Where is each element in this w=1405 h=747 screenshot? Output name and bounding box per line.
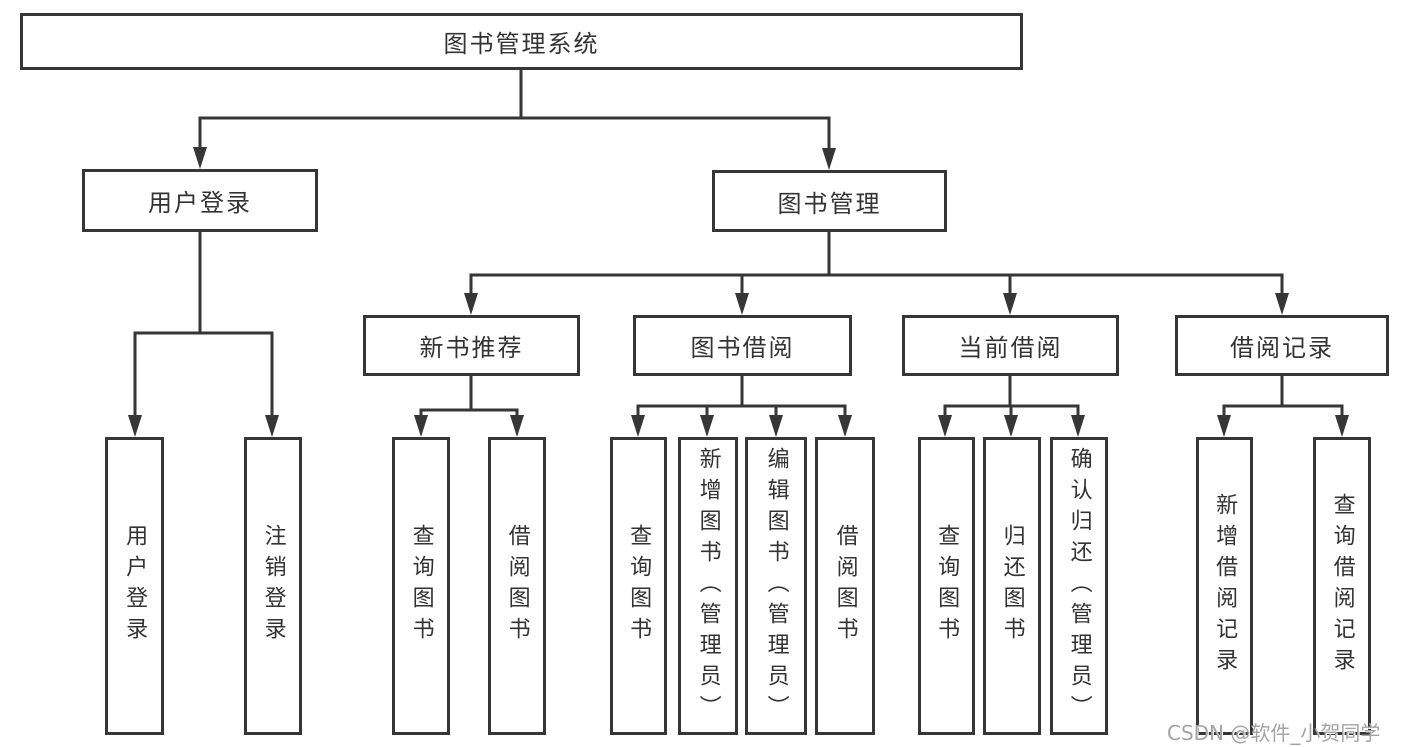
node-user-login: 用户登录: [82, 169, 318, 232]
leaf-label: 归还图书: [999, 524, 1025, 648]
leaf-add-borrow-record: 新增借阅记录: [1196, 437, 1253, 735]
node-book-borrowing: 图书借阅: [633, 315, 852, 376]
leaf-borrow-books: 借阅图书: [815, 437, 875, 735]
leaf-query-borrow-record: 查询借阅记录: [1313, 437, 1371, 735]
leaf-label: 查询借阅记录: [1329, 493, 1355, 679]
leaf-edit-book-admin: 编辑图书（管理员）: [745, 437, 807, 735]
node-book-management: 图书管理: [712, 170, 947, 232]
node-label: 图书管理: [777, 189, 882, 218]
node-book-management-system: 图书管理系统: [20, 13, 1023, 70]
leaf-label: 查询图书: [408, 524, 434, 648]
node-label: 当前借阅: [958, 334, 1063, 362]
node-new-book-recommend: 新书推荐: [363, 315, 580, 376]
csdn-watermark: CSDN @软件_小贺同学: [1167, 721, 1381, 745]
leaf-label: 确认归还（管理员）: [1066, 446, 1092, 726]
leaf-label: 用户登录: [122, 524, 148, 648]
node-current-borrowing: 当前借阅: [902, 315, 1119, 376]
leaf-label: 查询图书: [934, 524, 960, 648]
node-label: 图书管理系统: [443, 30, 600, 58]
node-label: 新书推荐: [419, 334, 524, 362]
leaf-label: 新增借阅记录: [1212, 493, 1238, 679]
node-label: 用户登录: [148, 189, 252, 217]
leaf-label: 查询图书: [626, 524, 652, 648]
leaf-label: 编辑图书（管理员）: [763, 446, 789, 726]
node-borrowing-records: 借阅记录: [1175, 315, 1389, 376]
node-label: 图书借阅: [690, 334, 795, 362]
leaf-query-books-recommend: 查询图书: [392, 437, 450, 735]
leaf-user-login: 用户登录: [105, 437, 164, 735]
leaf-query-books-borrow: 查询图书: [610, 437, 667, 735]
leaf-label: 借阅图书: [832, 524, 858, 648]
leaf-return-books: 归还图书: [983, 437, 1041, 735]
leaf-borrow-books-recommend: 借阅图书: [488, 437, 546, 735]
leaf-add-book-admin: 新增图书（管理员）: [678, 437, 738, 735]
leaf-query-books-current: 查询图书: [918, 437, 975, 735]
leaf-logout: 注销登录: [244, 437, 302, 735]
leaf-label: 注销登录: [260, 524, 286, 648]
leaf-label: 借阅图书: [504, 524, 530, 648]
leaf-label: 新增图书（管理员）: [695, 446, 721, 726]
leaf-confirm-return-admin: 确认归还（管理员）: [1050, 437, 1108, 735]
node-label: 借阅记录: [1230, 334, 1334, 362]
